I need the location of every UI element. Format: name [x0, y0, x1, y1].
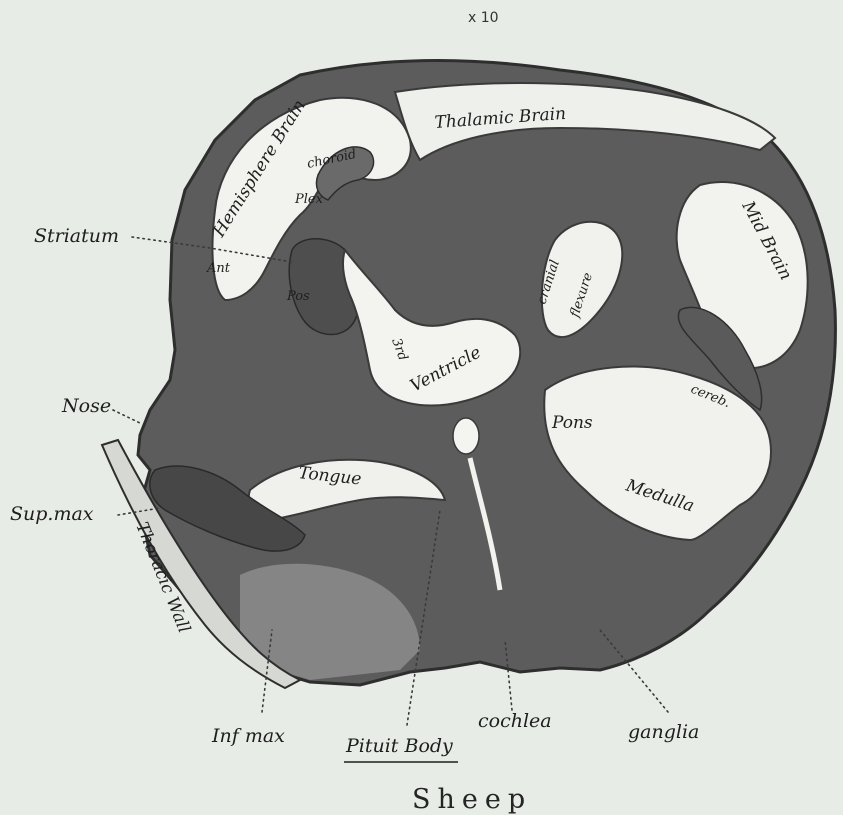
- caption-sheep: Sheep: [412, 784, 532, 815]
- label-cochlea: cochlea: [478, 710, 552, 732]
- label-nose: Nose: [61, 395, 111, 417]
- magnification-label: x 10: [468, 10, 499, 26]
- label-sup-max: Sup.max: [10, 503, 94, 525]
- label-pos: Pos: [286, 289, 310, 304]
- label-ganglia: ganglia: [628, 721, 699, 743]
- pituitary-body: [453, 418, 479, 454]
- label-plex: Plex: [294, 192, 324, 207]
- label-ant: Ant: [206, 261, 231, 276]
- label-striatum: Striatum: [34, 225, 119, 247]
- label-pons: Pons: [551, 413, 593, 433]
- leader-nose: [113, 410, 142, 424]
- label-pituit-body: Pituit Body: [345, 735, 453, 757]
- label-inf-max: Inf max: [211, 725, 285, 747]
